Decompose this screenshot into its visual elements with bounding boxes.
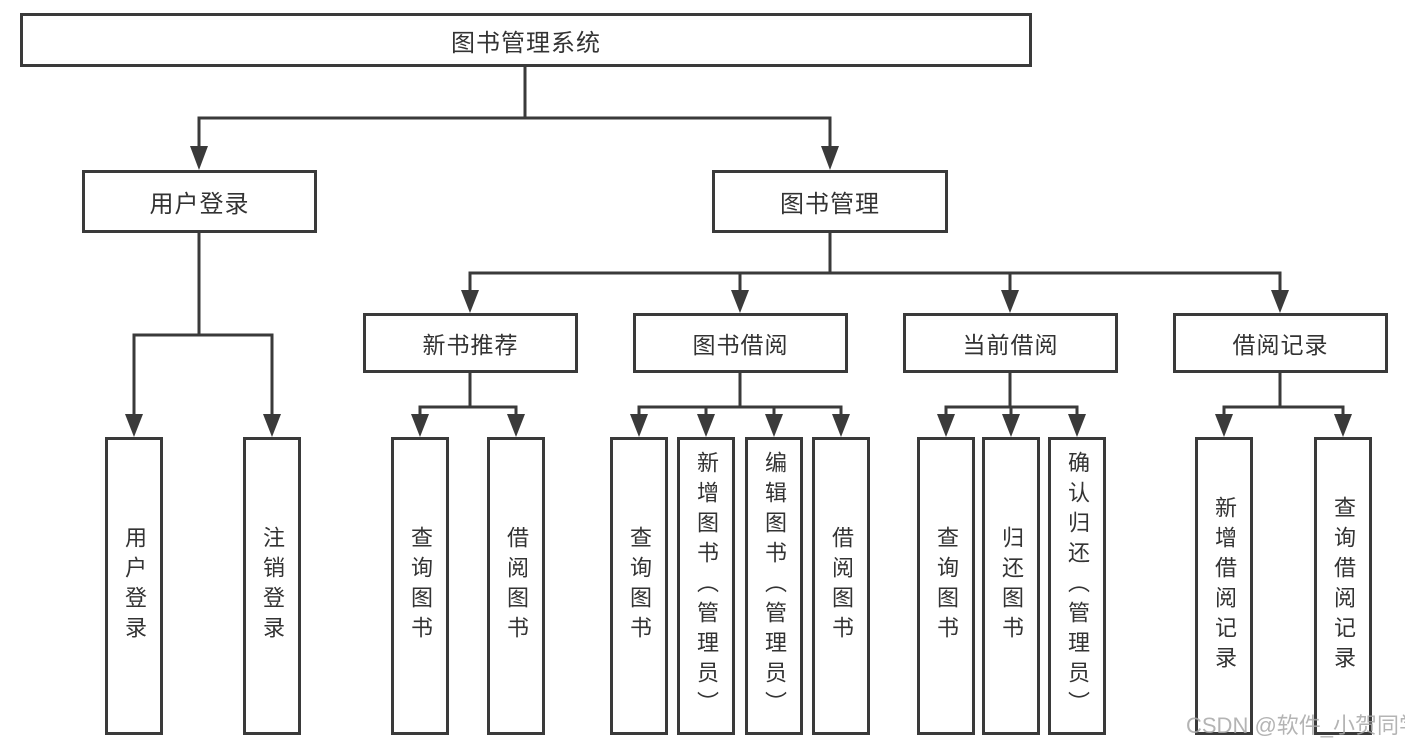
leaf-query-books-recommend: 查询图书 <box>391 437 449 735</box>
leaf-query-books-borrowing: 查询图书 <box>610 437 668 735</box>
node-book-management: 图书管理 <box>712 170 948 233</box>
node-new-book-recommendation: 新书推荐 <box>363 313 578 373</box>
leaf-borrow-books-borrowing: 借阅图书 <box>812 437 870 735</box>
leaf-logout: 注销登录 <box>243 437 301 735</box>
leaf-user-login: 用户登录 <box>105 437 163 735</box>
tree-edges <box>132 67 1345 416</box>
node-current-borrowing: 当前借阅 <box>903 313 1118 373</box>
leaf-add-book-admin: 新增图书（管理员） <box>677 437 735 735</box>
node-library-management-system: 图书管理系统 <box>20 13 1032 67</box>
arrowheads <box>125 146 1352 437</box>
leaf-return-book: 归还图书 <box>982 437 1040 735</box>
node-borrowing-records: 借阅记录 <box>1173 313 1388 373</box>
leaf-borrow-books-recommend: 借阅图书 <box>487 437 545 735</box>
leaf-add-borrow-record: 新增借阅记录 <box>1195 437 1253 735</box>
leaf-query-books-current: 查询图书 <box>917 437 975 735</box>
leaf-edit-book-admin: 编辑图书（管理员） <box>745 437 803 735</box>
leaf-confirm-return-admin: 确认归还（管理员） <box>1048 437 1106 735</box>
node-book-borrowing: 图书借阅 <box>633 313 848 373</box>
csdn-watermark: CSDN @软件_小贺同学 <box>1186 713 1405 738</box>
node-user-login: 用户登录 <box>82 170 317 233</box>
leaf-query-borrow-record: 查询借阅记录 <box>1314 437 1372 735</box>
